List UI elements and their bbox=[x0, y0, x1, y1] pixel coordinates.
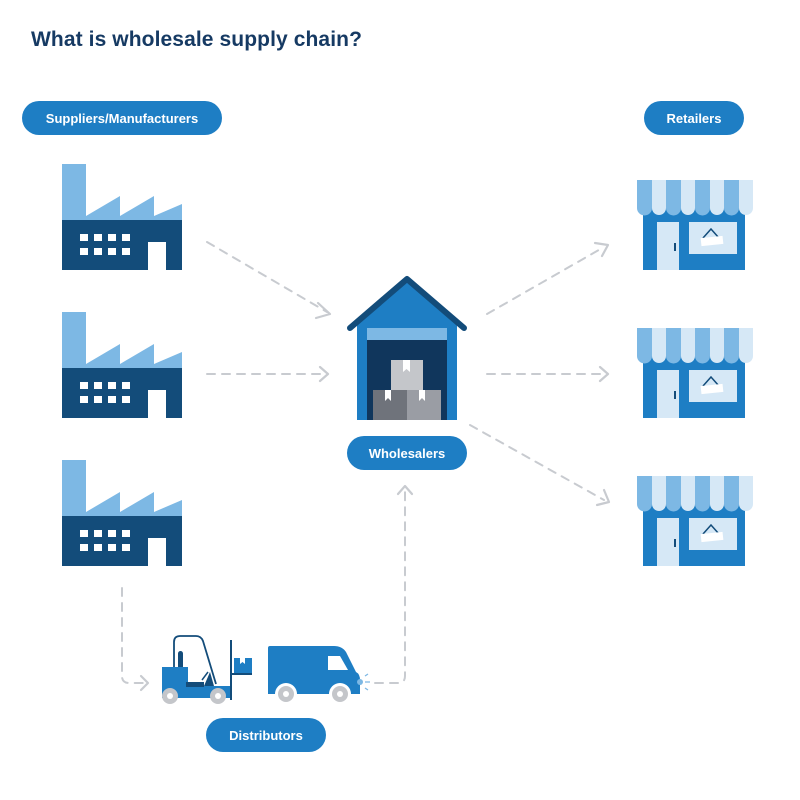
distributors-label: Distributors bbox=[206, 718, 326, 752]
arrow-warehouse-to-store3 bbox=[469, 424, 605, 501]
page-title: What is wholesale supply chain? bbox=[31, 28, 362, 51]
forklift-icon bbox=[162, 635, 252, 704]
arrow-warehouse-to-store1 bbox=[486, 246, 605, 315]
arrow-distributors-to-warehouse bbox=[374, 491, 406, 684]
arrowhead bbox=[318, 365, 330, 383]
factory-icon bbox=[62, 164, 182, 270]
store-icon bbox=[637, 476, 753, 566]
retailers-label: Retailers bbox=[644, 101, 744, 135]
factory-icon bbox=[62, 312, 182, 418]
arrowhead bbox=[314, 301, 332, 320]
arrowhead bbox=[139, 674, 150, 692]
wholesalers-label: Wholesalers bbox=[347, 436, 467, 470]
arrowhead bbox=[595, 488, 611, 507]
store-icon bbox=[637, 180, 753, 270]
warehouse-icon bbox=[347, 276, 467, 420]
arrowhead bbox=[593, 241, 610, 258]
arrow-factory1-to-warehouse bbox=[206, 241, 328, 313]
delivery-van-icon bbox=[268, 646, 370, 704]
arrowhead bbox=[598, 365, 610, 383]
store-icon bbox=[637, 328, 753, 418]
arrow-factory3-to-distributors bbox=[121, 587, 147, 684]
suppliers-label: Suppliers/Manufacturers bbox=[22, 101, 222, 135]
factory-icon bbox=[62, 460, 182, 566]
arrowhead bbox=[396, 484, 414, 496]
